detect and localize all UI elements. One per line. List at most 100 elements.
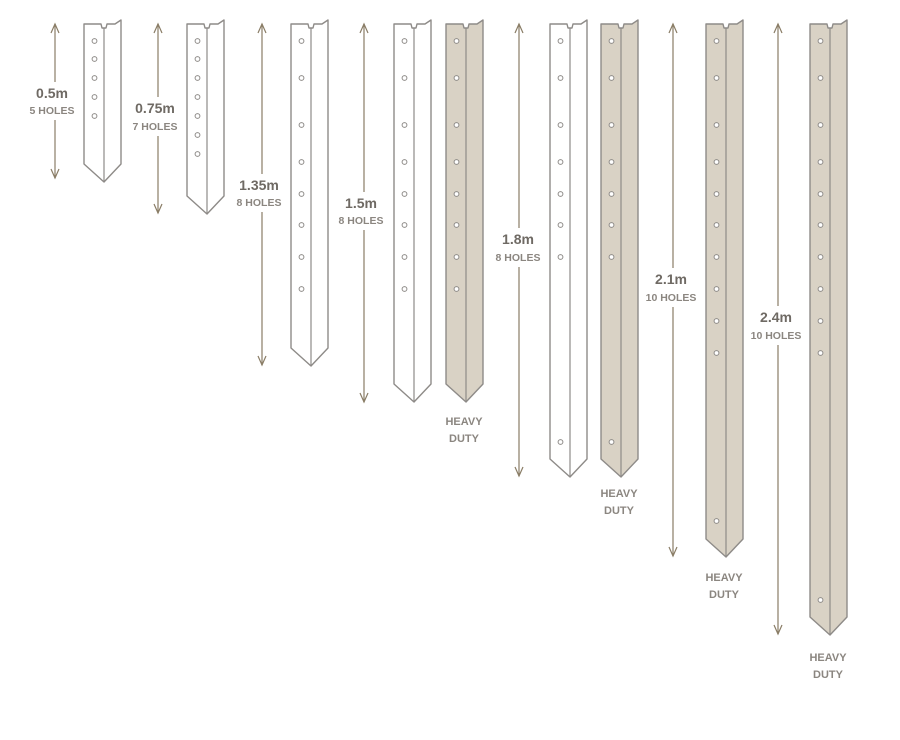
post-outline (705, 19, 744, 558)
post-length-label: 2.4m (760, 309, 792, 325)
post-hole (817, 286, 824, 292)
heavy-duty-label: HEAVY (705, 572, 743, 584)
post-hole (817, 318, 824, 324)
post-hole (401, 286, 408, 292)
post-holes-label: 7 HOLES (133, 121, 178, 133)
post-hole (401, 222, 408, 228)
post-outline (549, 19, 588, 478)
standard-post (186, 19, 225, 215)
heavy-duty-label: HEAVY (445, 416, 483, 428)
post-hole (608, 75, 615, 81)
heavy-duty-label: HEAVY (600, 488, 638, 500)
arrow-up-icon (153, 22, 163, 34)
post-hole (713, 159, 720, 165)
post-outline (600, 19, 639, 478)
post-hole (608, 122, 615, 128)
post-hole (453, 38, 460, 44)
post-group-0_75m: 0.75m 7 HOLES (133, 19, 225, 215)
post-outline (809, 19, 848, 636)
post-hole (194, 56, 201, 62)
post-hole (91, 113, 98, 119)
post-hole (817, 122, 824, 128)
post-hole (91, 38, 98, 44)
post-holes-label: 5 HOLES (30, 105, 75, 117)
post-group-1_8m: 1.8m 8 HOLES HEAVY DUTY (496, 19, 639, 517)
post-group-1_5m: 1.5m 8 HOLES HEAVY DUTY (339, 19, 484, 445)
standard-post (290, 19, 329, 367)
post-hole (713, 38, 720, 44)
post-hole (817, 254, 824, 260)
arrow-down-icon (359, 392, 369, 404)
post-hole (557, 439, 564, 445)
arrow-down-icon (773, 624, 783, 636)
post-hole (713, 122, 720, 128)
post-hole (608, 38, 615, 44)
post-hole (401, 191, 408, 197)
post-hole (194, 38, 201, 44)
standard-post (83, 19, 122, 183)
post-hole (401, 122, 408, 128)
heavy-duty-post: HEAVY DUTY (445, 19, 484, 445)
post-length-label: 1.8m (502, 231, 534, 247)
arrow-down-icon (514, 466, 524, 478)
post-hole (713, 286, 720, 292)
post-hole (453, 75, 460, 81)
post-holes-label: 8 HOLES (496, 252, 541, 264)
arrow-down-icon (668, 546, 678, 558)
heavy-duty-label: DUTY (813, 669, 844, 681)
post-hole (557, 75, 564, 81)
post-hole (298, 286, 305, 292)
arrow-up-icon (514, 22, 524, 34)
post-outline (445, 19, 484, 403)
post-hole (401, 38, 408, 44)
arrow-down-icon (153, 203, 163, 215)
post-hole (453, 191, 460, 197)
post-hole (298, 38, 305, 44)
post-length-label: 2.1m (655, 271, 687, 287)
post-hole (401, 254, 408, 260)
arrow-up-icon (668, 22, 678, 34)
post-hole (453, 222, 460, 228)
post-length-label: 1.5m (345, 195, 377, 211)
post-hole (817, 191, 824, 197)
arrow-up-icon (257, 22, 267, 34)
post-hole (453, 122, 460, 128)
post-hole (298, 75, 305, 81)
post-hole (298, 222, 305, 228)
post-hole (608, 439, 615, 445)
post-length-label: 0.75m (135, 100, 175, 116)
heavy-duty-post: HEAVY DUTY (600, 19, 639, 517)
post-hole (557, 254, 564, 260)
post-outline (290, 19, 329, 367)
post-hole (713, 191, 720, 197)
post-holes-label: 8 HOLES (339, 215, 384, 227)
post-hole (194, 94, 201, 100)
post-hole (557, 38, 564, 44)
post-hole (713, 254, 720, 260)
post-hole (713, 75, 720, 81)
post-hole (557, 191, 564, 197)
post-hole (194, 75, 201, 81)
post-hole (713, 318, 720, 324)
heavy-duty-post: HEAVY DUTY (705, 19, 744, 601)
heavy-duty-label: DUTY (604, 505, 635, 517)
post-hole (817, 159, 824, 165)
heavy-duty-label: DUTY (449, 433, 480, 445)
post-length-label: 0.5m (36, 85, 68, 101)
post-hole (298, 191, 305, 197)
post-hole (817, 75, 824, 81)
post-hole (608, 159, 615, 165)
post-holes-label: 8 HOLES (237, 197, 282, 209)
post-hole (608, 254, 615, 260)
heavy-duty-label: DUTY (709, 589, 740, 601)
post-hole (557, 159, 564, 165)
post-hole (817, 38, 824, 44)
post-hole (557, 122, 564, 128)
post-hole (194, 113, 201, 119)
post-outline (393, 19, 432, 403)
arrow-up-icon (359, 22, 369, 34)
post-hole (91, 75, 98, 81)
